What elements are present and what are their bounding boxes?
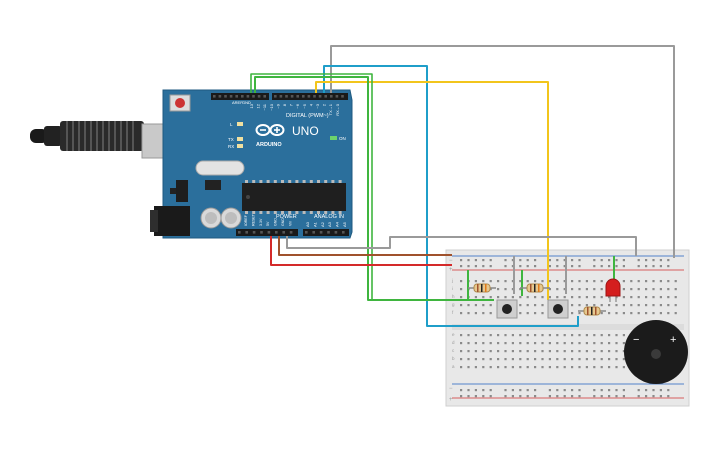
- on-led: [330, 136, 337, 140]
- rail-plus-label: +: [449, 267, 453, 273]
- tx-label: TX: [228, 137, 234, 142]
- analog-pin-label: A3: [327, 221, 332, 227]
- row-label: g: [452, 302, 455, 307]
- gnd-top-label: GND: [242, 100, 251, 105]
- power-label: POWER: [276, 214, 297, 220]
- power-pin-label: GND: [274, 218, 278, 226]
- voltage-regulator: [176, 180, 188, 202]
- rail-plus-label-bottom: +: [449, 397, 453, 403]
- microcontroller-chip: [242, 180, 346, 214]
- wire-green-pin12[interactable]: [250, 73, 373, 300]
- power-pin-label: 3.3V: [259, 218, 263, 226]
- pushbutton-2[interactable]: [547, 299, 569, 319]
- digital-pin-label: 2: [322, 103, 327, 106]
- small-chip: [205, 180, 221, 190]
- row-label: h: [452, 294, 455, 299]
- digital-pin-label: TX→1: [328, 103, 333, 115]
- wire-green-pin13[interactable]: [254, 76, 494, 301]
- digital-header: [211, 93, 348, 100]
- row-label: f: [452, 310, 454, 315]
- wire-gray-gnd[interactable]: [286, 236, 637, 256]
- digital-pin-label: 7: [289, 103, 294, 106]
- digital-pin-label: 4: [308, 103, 313, 106]
- brand-label: ARDUINO: [256, 142, 282, 148]
- analog-pin-label: A0: [305, 221, 310, 227]
- pushbutton-1[interactable]: [496, 299, 518, 319]
- l-label: L: [230, 122, 233, 127]
- row-label: a: [452, 364, 455, 369]
- analog-pin-label: A4: [335, 221, 340, 227]
- tx-led: [237, 137, 243, 141]
- digital-pin-label: ~10: [269, 103, 274, 111]
- resistor-2[interactable]: [520, 283, 550, 293]
- power-pin-label: GND: [281, 218, 285, 226]
- analog-label: ANALOG IN: [314, 214, 344, 220]
- power-header: [236, 229, 298, 236]
- row-label: b: [452, 356, 455, 361]
- wire-brown-5v[interactable]: [278, 236, 452, 256]
- power-pin-label: Vin: [288, 221, 292, 226]
- piezo-buzzer[interactable]: − +: [624, 320, 688, 384]
- rail-minus-label: −: [449, 258, 453, 264]
- l-led: [237, 122, 243, 126]
- power-jack: [154, 206, 190, 236]
- row-label: c: [452, 348, 455, 353]
- rail-minus-label-bottom: −: [449, 386, 453, 392]
- crystal: [195, 160, 245, 176]
- buzzer-plus-label: +: [670, 334, 676, 346]
- wire-gray-pin2-buzzer[interactable]: [330, 45, 675, 258]
- digital-pin-label: 13: [249, 103, 254, 108]
- digital-pin-label: ~11: [262, 103, 267, 110]
- rx-label: RX: [228, 144, 234, 149]
- power-pin-label: 5V: [266, 221, 270, 226]
- analog-pin-label: A1: [312, 221, 317, 227]
- row-label: d: [452, 340, 455, 345]
- buzzer-minus-label: −: [633, 334, 639, 346]
- on-label: ON: [339, 136, 346, 141]
- digital-pin-label: ~9: [275, 103, 280, 108]
- row-label: e: [452, 332, 455, 337]
- power-pin-label: IOREF: [244, 214, 248, 226]
- rx-led: [237, 144, 243, 148]
- reset-button[interactable]: [169, 94, 191, 112]
- digital-pin-label: 8: [282, 103, 287, 106]
- power-pin-label: RESET: [251, 213, 255, 226]
- arduino-logo: [255, 124, 285, 136]
- resistor-1[interactable]: [468, 283, 496, 293]
- digital-pin-label: ~5: [302, 103, 307, 108]
- digital-pin-label: 12: [256, 103, 261, 108]
- wire-red-5v[interactable]: [270, 236, 452, 266]
- capacitor-1: [200, 207, 222, 229]
- analog-pin-label: A5: [342, 221, 347, 227]
- digital-pin-label: RX←0: [335, 103, 340, 116]
- digital-pin-label: ~6: [295, 103, 300, 108]
- wire-yellow-pin4[interactable]: [315, 81, 549, 300]
- analog-pin-label: A2: [320, 221, 325, 227]
- capacitor-2: [220, 207, 242, 229]
- resistor-3[interactable]: [578, 306, 606, 316]
- aref-label: AREF: [232, 100, 243, 105]
- row-label: i: [452, 286, 453, 291]
- model-label: UNO: [292, 124, 319, 138]
- row-label: j: [451, 278, 453, 283]
- wire-cyan-pin3[interactable]: [323, 65, 579, 327]
- digital-pin-label: ~3: [315, 103, 320, 108]
- led-red[interactable]: [605, 278, 621, 302]
- usb-cable: [30, 121, 175, 159]
- digital-label: DIGITAL (PWM~): [286, 113, 329, 119]
- analog-header: [303, 229, 349, 236]
